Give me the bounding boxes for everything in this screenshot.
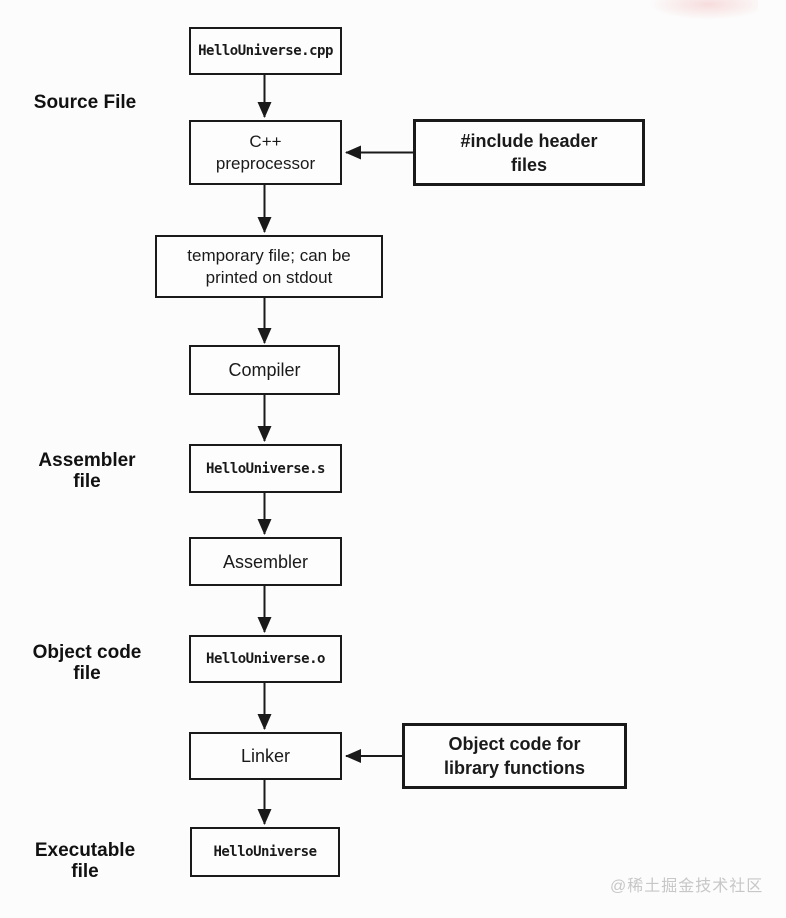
- stage-label-object-code-file: Object code file: [32, 642, 142, 684]
- watermark-text: @稀土掘金技术社区: [610, 878, 764, 895]
- stage-label-executable-file: Executable file: [34, 840, 136, 882]
- node-library-object-code: Object code for library functions: [402, 723, 627, 789]
- stage-label-source-file: Source File: [33, 92, 137, 113]
- node-temporary-file: temporary file; can be printed on stdout: [155, 235, 383, 298]
- node-executable: HelloUniverse: [190, 827, 340, 877]
- stage-label-assembler-file: Assembler file: [38, 450, 136, 492]
- pink-smudge-artifact: [648, 0, 758, 20]
- node-include-header-files: #include header files: [413, 119, 645, 186]
- node-assembler: Assembler: [189, 537, 342, 586]
- node-assembler-file: HelloUniverse.s: [189, 444, 342, 493]
- node-object-code-file: HelloUniverse.o: [189, 635, 342, 683]
- node-cpp-preprocessor: C++ preprocessor: [189, 120, 342, 185]
- node-linker: Linker: [189, 732, 342, 780]
- node-compiler: Compiler: [189, 345, 340, 395]
- node-source-file: HelloUniverse.cpp: [189, 27, 342, 75]
